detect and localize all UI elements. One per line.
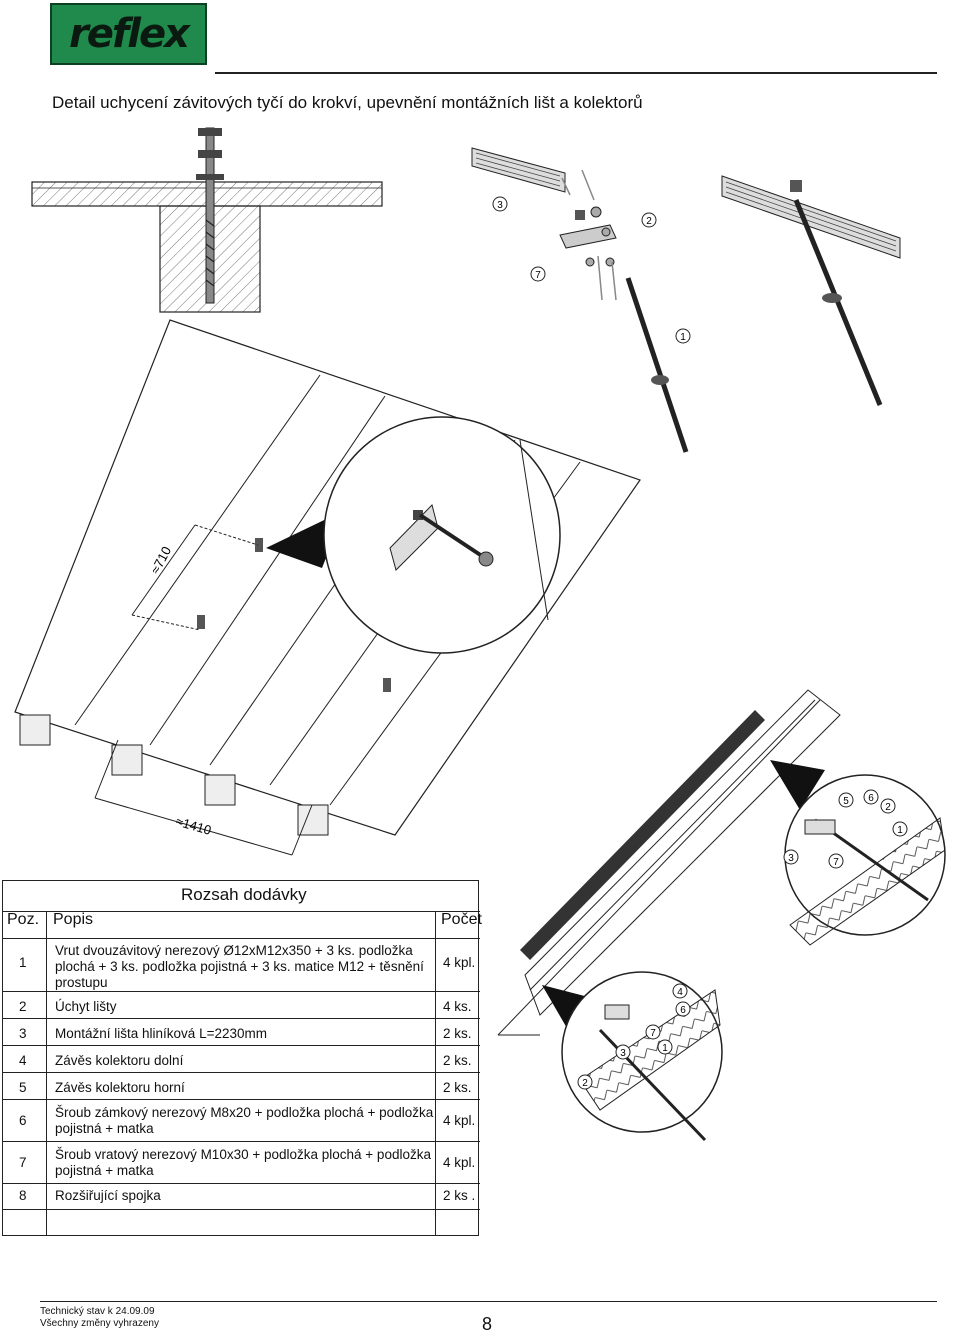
svg-text:2: 2: [646, 216, 652, 227]
callout-6b: 6: [863, 789, 879, 805]
callout-3b: 3: [783, 849, 799, 865]
svg-text:7: 7: [650, 1028, 656, 1039]
column-header-desc: Popis: [53, 911, 94, 928]
logo-text: reflex: [69, 11, 190, 57]
svg-text:3: 3: [788, 853, 794, 864]
callout-1c: 1: [657, 1039, 673, 1055]
svg-text:1: 1: [897, 825, 903, 836]
callout-7b: 7: [828, 853, 844, 869]
callout-2a: 2: [641, 212, 657, 228]
footer-rights: Všechny změny vyhrazeny: [40, 1318, 159, 1329]
callout-2c: 2: [577, 1074, 593, 1090]
exploded-rail-detail: [471, 147, 689, 453]
page-title: Detail uchycení závitových tyčí do krokv…: [52, 93, 643, 112]
callout-2b: 2: [880, 798, 896, 814]
svg-text:5: 5: [843, 796, 849, 807]
column-header-qty: Počet: [441, 911, 482, 928]
collector-detail-top: [784, 774, 946, 946]
header-rule: [215, 72, 937, 74]
callout-1b: 1: [892, 821, 908, 837]
callout-3c: 3: [615, 1044, 631, 1060]
svg-text:6: 6: [680, 1005, 686, 1016]
svg-text:2: 2: [885, 802, 891, 813]
svg-text:1: 1: [662, 1043, 668, 1054]
callout-7c: 7: [645, 1024, 661, 1040]
svg-text:2: 2: [582, 1078, 588, 1089]
column-header-pos: Poz.: [7, 911, 40, 928]
technical-drawing: 3 2 7 1 ≈710: [14, 127, 946, 1142]
callout-5b: 5: [838, 792, 854, 808]
callout-text: 3: [497, 200, 503, 211]
callout-6c: 6: [675, 1001, 691, 1017]
collector-frame-view: [497, 689, 841, 1042]
delivery-scope-table: Rozsah dodávky Poz. Popis Počet 1 Vrut d…: [2, 880, 482, 1236]
callout-4c: 4: [672, 983, 688, 999]
callout-7a: 7: [530, 266, 546, 282]
svg-text:4: 4: [677, 987, 683, 998]
footer-rule: [40, 1301, 937, 1302]
collector-detail-bottom: [561, 971, 723, 1142]
page-number: 8: [482, 1314, 493, 1334]
magnified-clamp-detail: [323, 416, 561, 654]
svg-text:1: 1: [680, 332, 686, 343]
table-heading: Rozsah dodávky: [181, 885, 307, 904]
svg-text:3: 3: [620, 1048, 626, 1059]
span-dimension: ≈1410: [174, 813, 213, 837]
svg-text:6: 6: [868, 793, 874, 804]
svg-text:7: 7: [535, 270, 541, 281]
rafter-section-detail: [31, 127, 383, 313]
callout-1a: 1: [675, 328, 691, 344]
rail-assembled-detail: [721, 175, 901, 406]
reflex-logo: reflex: [50, 3, 207, 65]
footer-tech-state: Technický stav k 24.09.09: [40, 1306, 155, 1317]
callout-3a: 3: [492, 196, 508, 212]
svg-text:7: 7: [833, 857, 839, 868]
